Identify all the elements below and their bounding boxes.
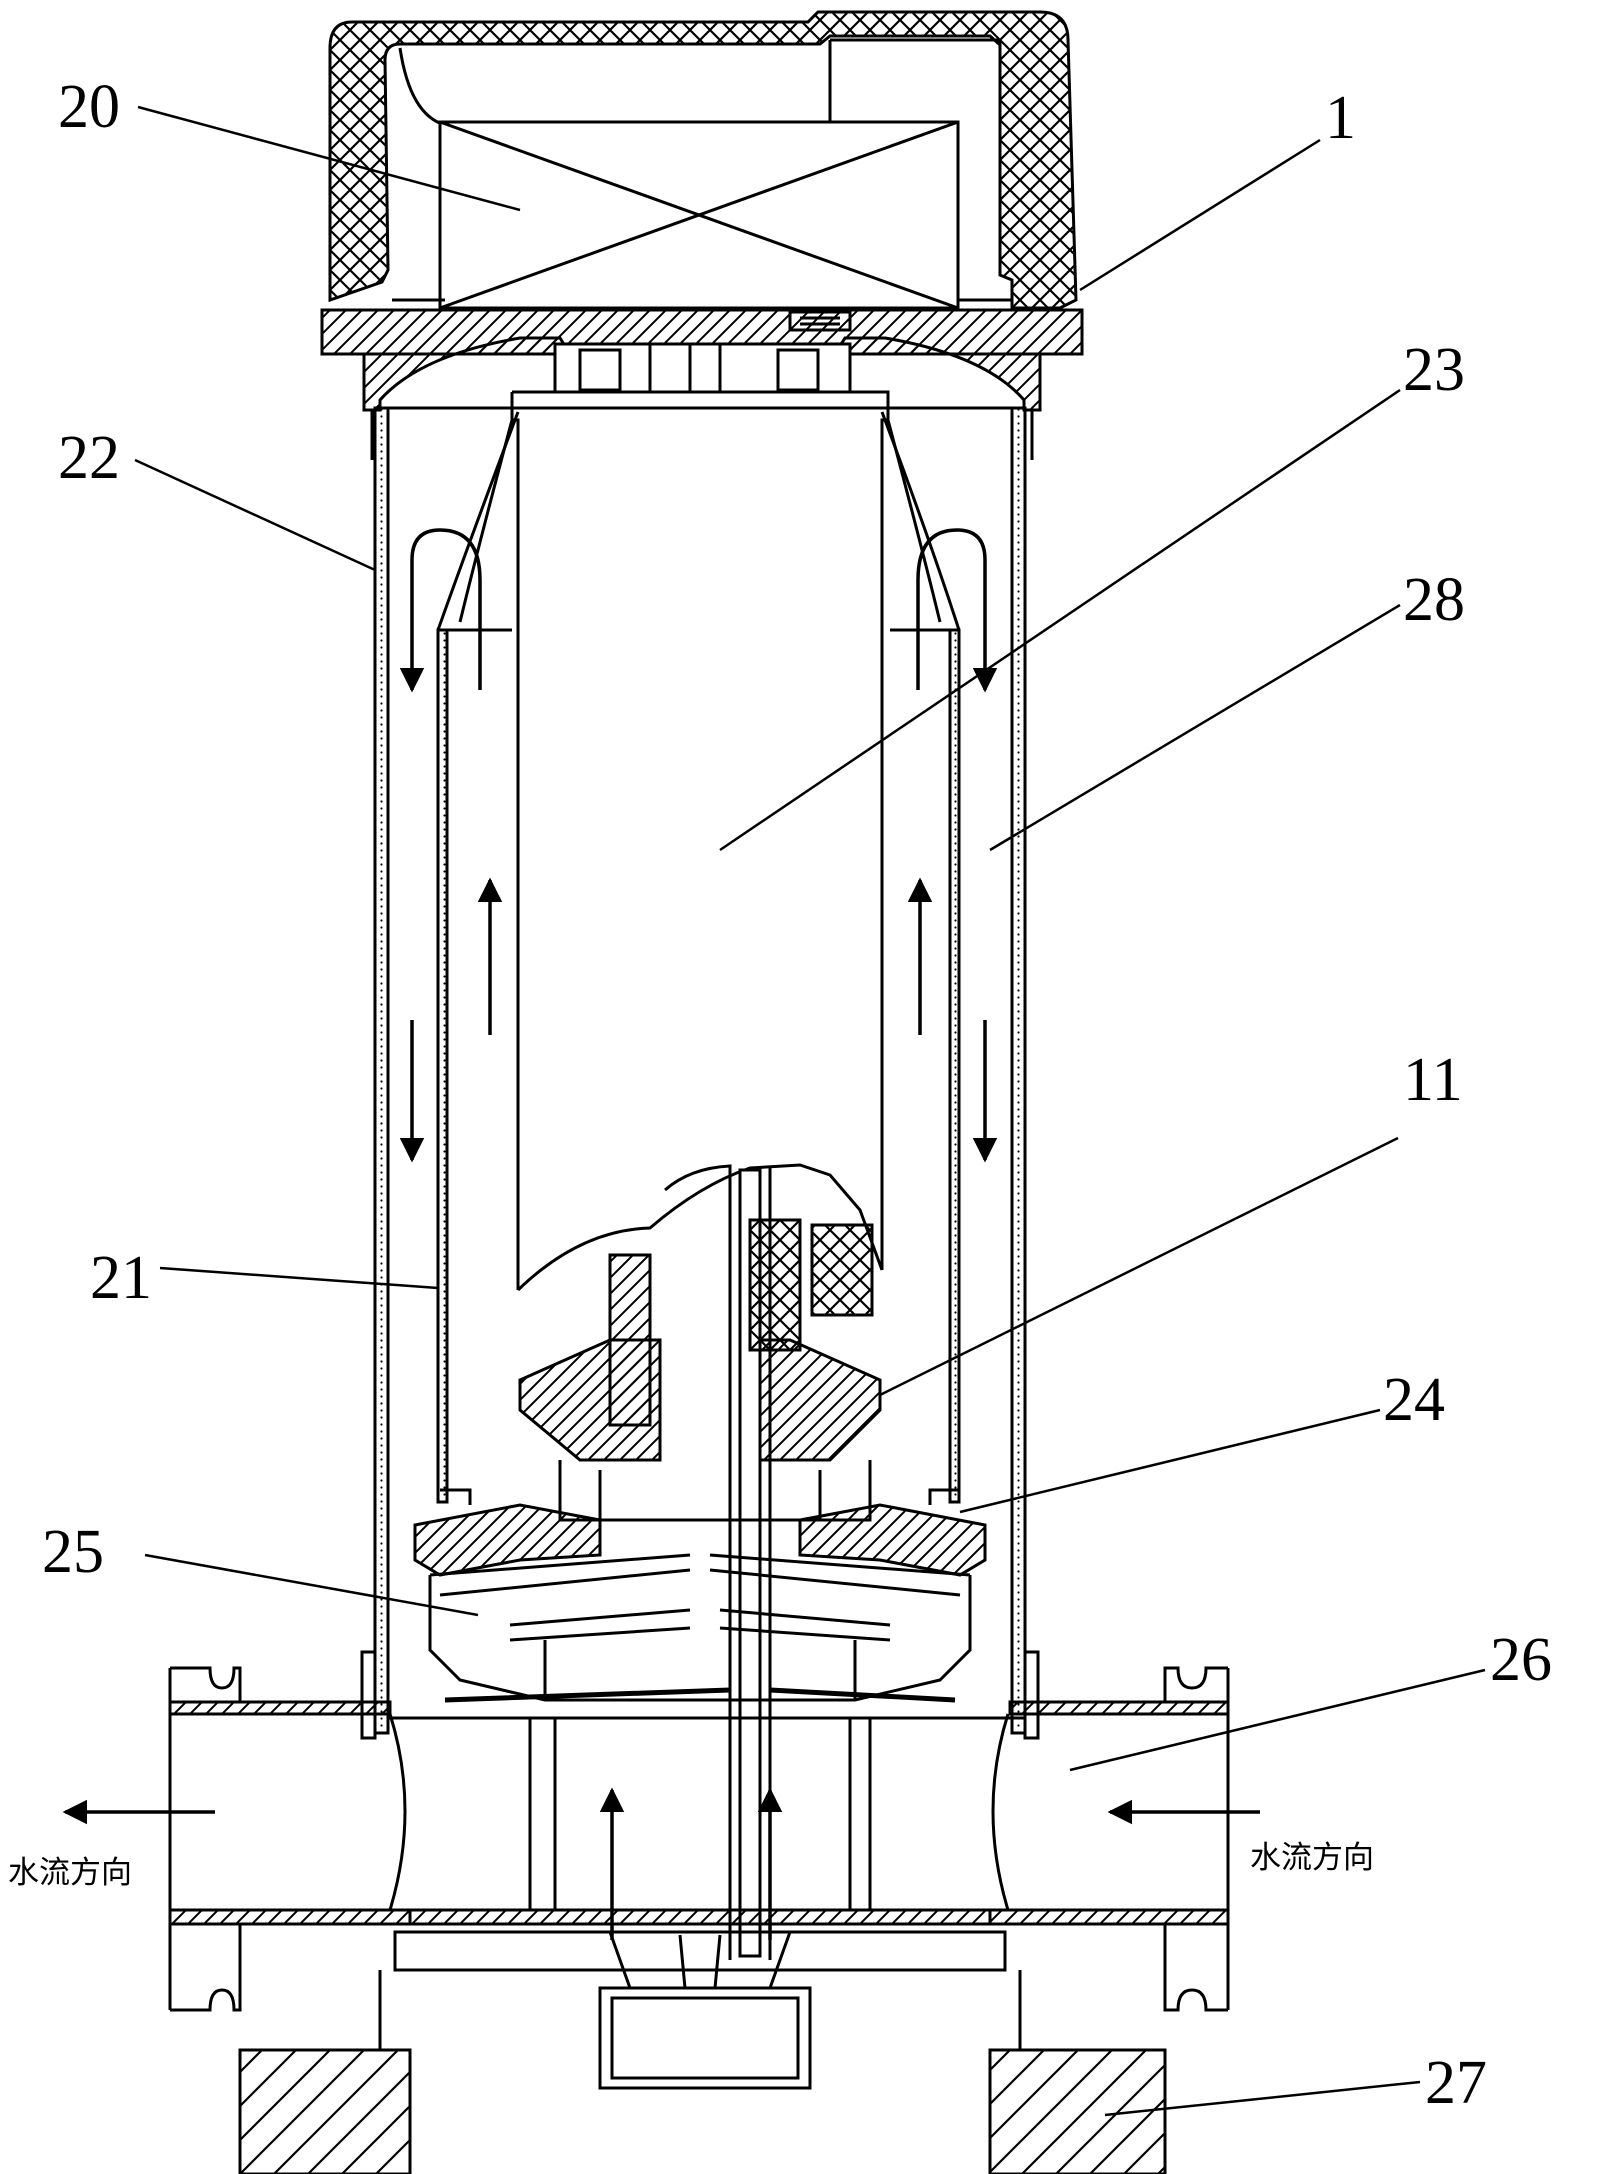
label-24: 24	[1383, 1366, 1445, 1434]
motor-housing	[512, 392, 888, 1290]
label-22: 22	[58, 424, 120, 492]
pump-base	[240, 1970, 1165, 2174]
flow-arrows	[65, 530, 1260, 1940]
label-11: 11	[1403, 1046, 1463, 1114]
label-28: 28	[1403, 566, 1465, 634]
label-1: 1	[1325, 84, 1356, 152]
flow-direction-caption-left: 水流方向	[8, 1855, 132, 1891]
label-26: 26	[1490, 1626, 1552, 1694]
pipe-housing	[170, 1668, 1228, 2088]
flow-direction-caption-right: 水流方向	[1250, 1840, 1374, 1876]
label-23: 23	[1403, 336, 1465, 404]
impeller	[430, 1555, 970, 1700]
label-25: 25	[42, 1518, 104, 1586]
label-20: 20	[58, 73, 120, 141]
divider-plate	[415, 1490, 985, 1575]
label-27: 27	[1425, 2049, 1487, 2117]
label-21: 21	[90, 1244, 152, 1312]
